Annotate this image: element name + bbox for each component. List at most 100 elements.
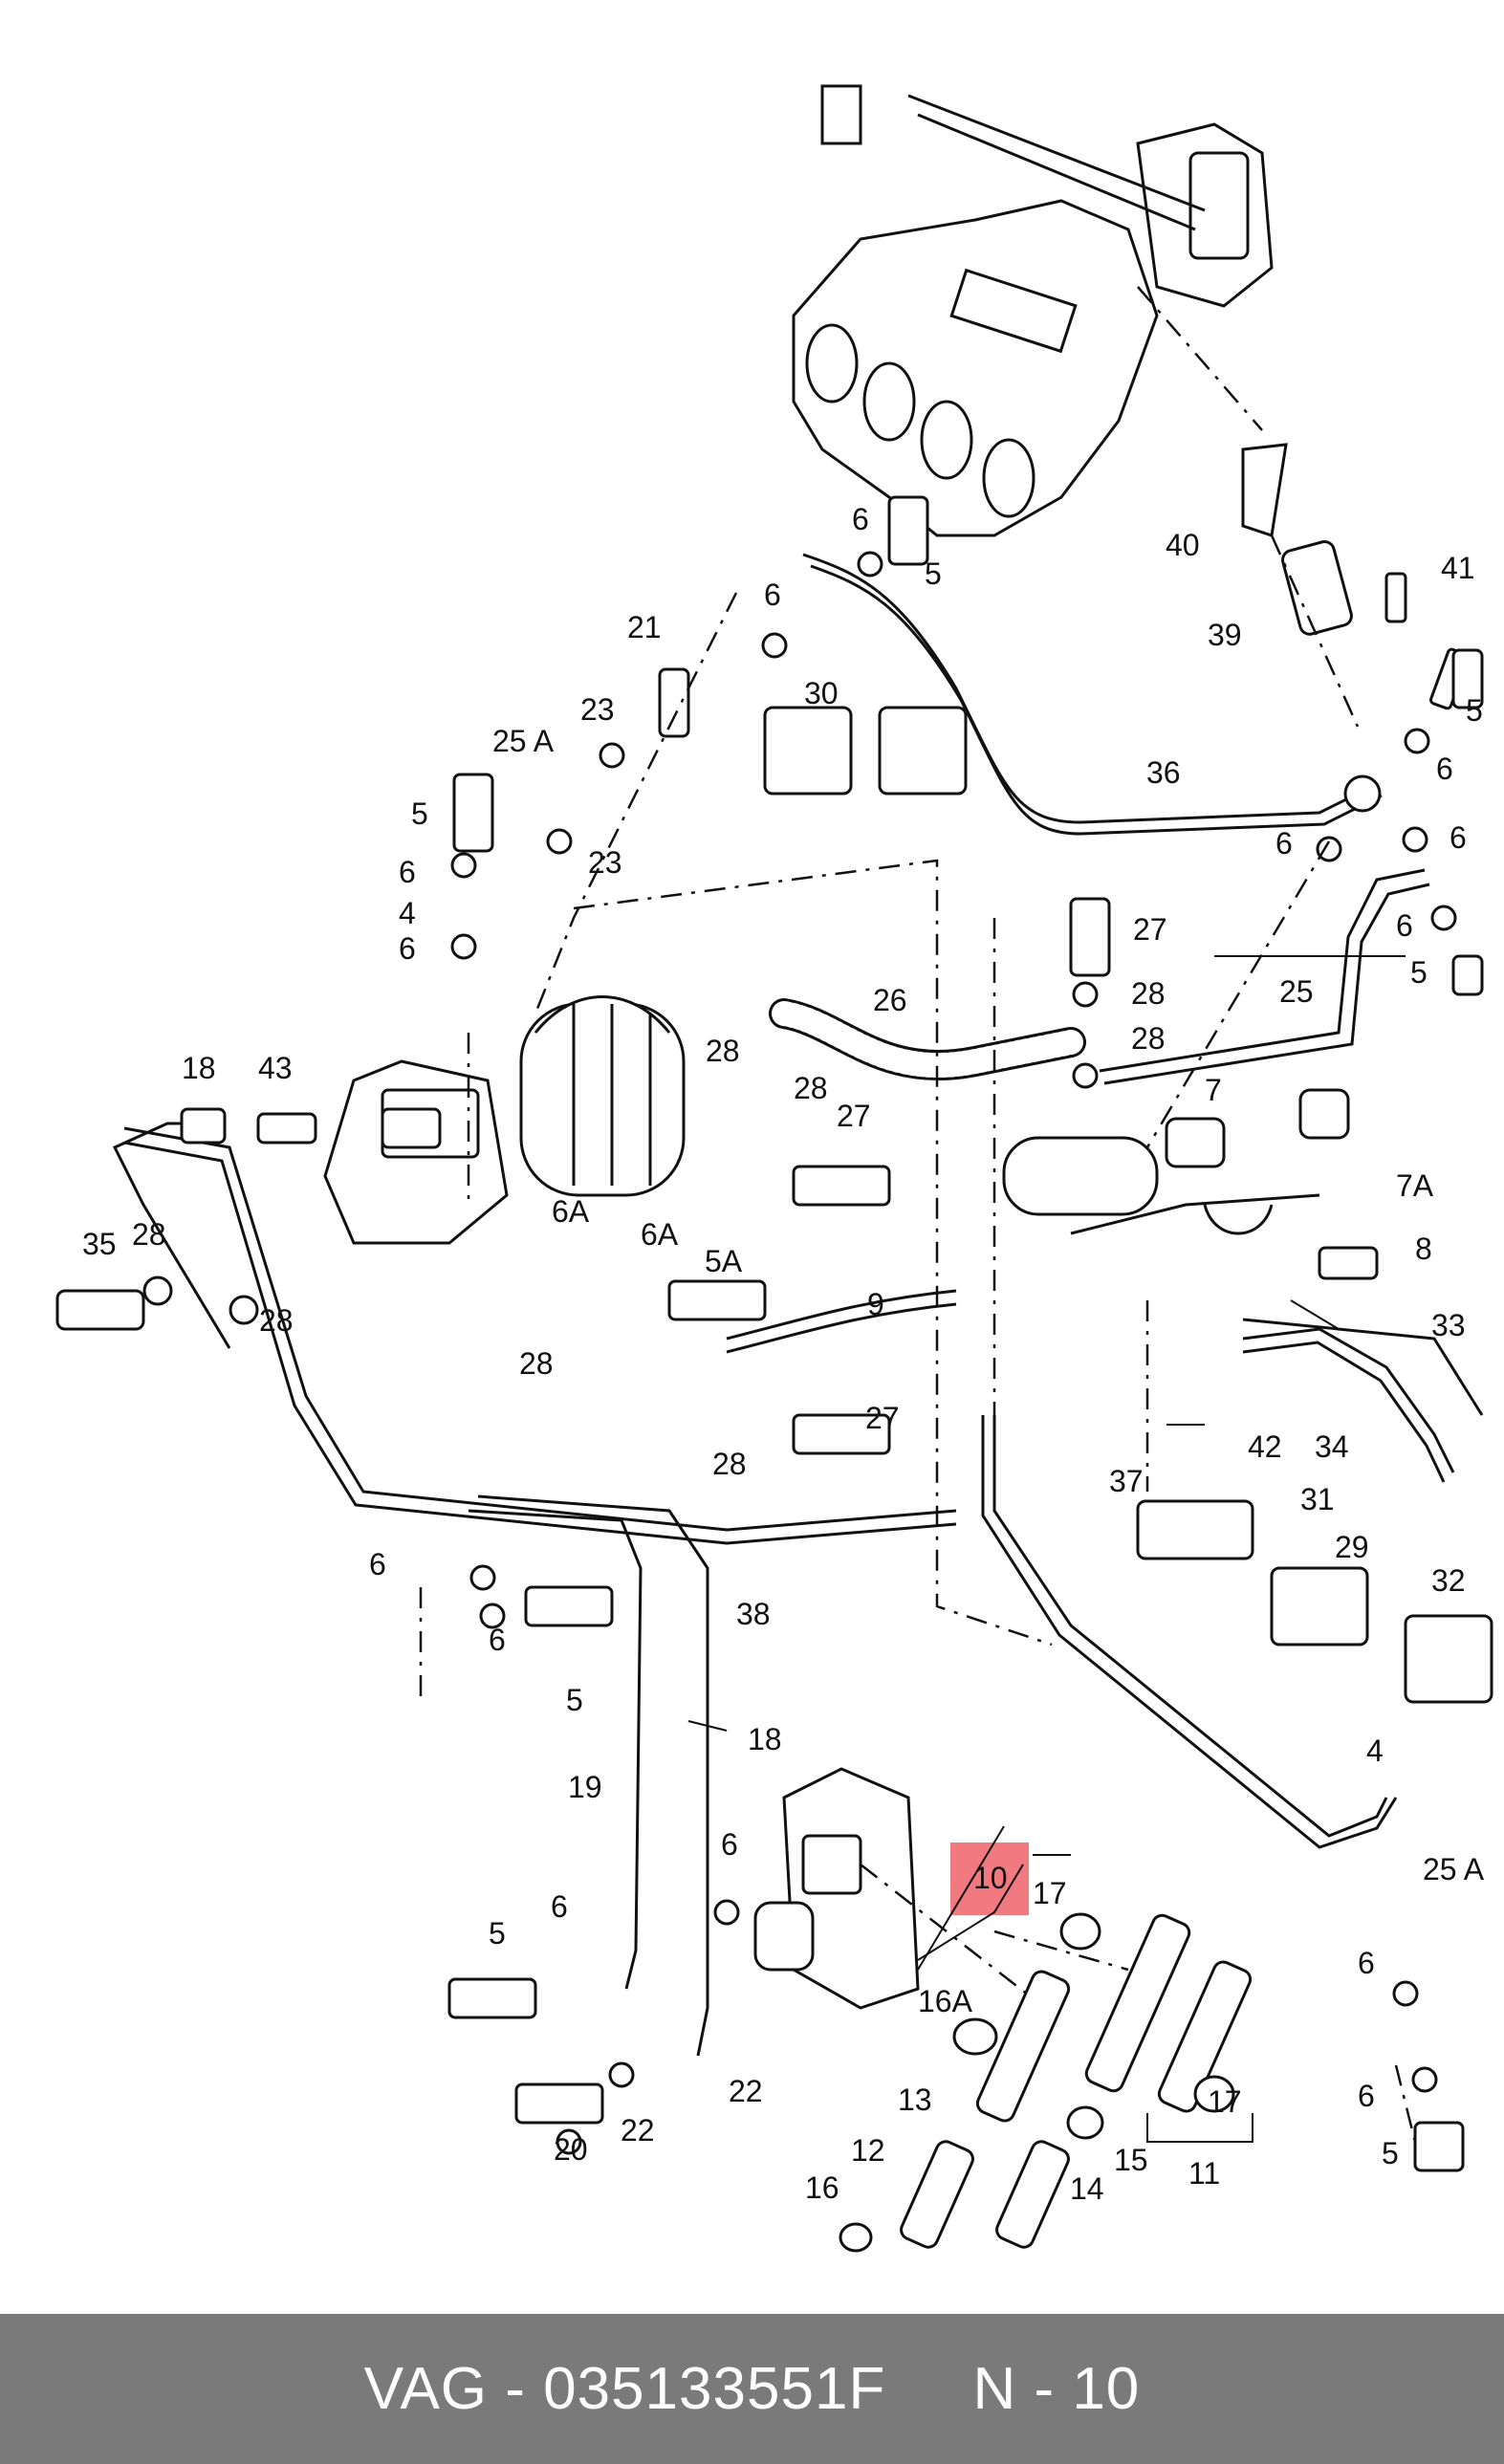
hose-34: [1242, 1327, 1455, 1473]
callout-27: 27: [837, 1099, 871, 1133]
callout-39: 39: [1208, 618, 1242, 652]
t-piece: [1343, 774, 1382, 813]
callout-25a: 25 A: [1423, 1852, 1485, 1886]
callout-14: 14: [1070, 2171, 1104, 2206]
callout-6: 6: [852, 502, 869, 536]
callout-6: 6: [1358, 1946, 1375, 1980]
left-fuel-rail-drawing: [112, 1107, 442, 1349]
callout-36: 36: [1146, 755, 1181, 790]
pipe-18: [477, 1494, 709, 2057]
actuator-drawing: [753, 1767, 920, 2010]
callout-16: 16: [805, 2170, 839, 2205]
callout-22: 22: [729, 2074, 763, 2108]
callout-10: 10: [973, 1861, 1008, 1895]
callout-17: 17: [1033, 1876, 1067, 1910]
callout-23: 23: [588, 845, 622, 880]
callout-16a: 16A: [918, 1984, 973, 2018]
bolts-washers-drawing: [55, 495, 1484, 2172]
callout-42: 42: [1248, 1429, 1282, 1464]
callout-18: 18: [748, 1722, 782, 1756]
callout-13: 13: [898, 2082, 932, 2117]
callout-23: 23: [580, 692, 615, 727]
callout-6: 6: [764, 578, 781, 612]
callout-6: 6: [399, 931, 416, 966]
leader-lines: [687, 955, 1406, 2143]
footer-bar: VAG - 035133551F N - 10: [0, 2314, 1504, 2464]
hose-36-inner: [810, 564, 1383, 836]
callout-6: 6: [1275, 826, 1293, 861]
hose-36: [802, 553, 1378, 824]
callout-9: 9: [867, 1287, 884, 1321]
callout-28: 28: [706, 1034, 740, 1068]
callout-7: 7: [1205, 1073, 1222, 1107]
pipe-4: [992, 1415, 1388, 1838]
callout-43: 43: [258, 1051, 293, 1085]
hose-33: [1242, 1318, 1484, 1416]
pipe-19: [468, 1509, 643, 1990]
dashed-routing: [419, 592, 1417, 2143]
callout-19: 19: [568, 1770, 602, 1804]
callout-27: 27: [865, 1401, 900, 1435]
callout-4: 4: [1366, 1734, 1384, 1768]
callout-28: 28: [712, 1447, 747, 1481]
callout-38: 38: [736, 1597, 771, 1631]
callout-25: 25: [1279, 974, 1314, 1009]
callout-6: 6: [1450, 820, 1467, 855]
callout-6: 6: [489, 1623, 506, 1657]
callout-31: 31: [1300, 1482, 1335, 1516]
callout-6: 6: [1436, 752, 1453, 786]
callout-11: 11: [1188, 2156, 1220, 2191]
callout-4: 4: [399, 896, 416, 930]
fuel-line-main: [123, 1126, 957, 1532]
valve-assembly-drawing: [1137, 286, 1470, 728]
callout-5: 5: [489, 1916, 506, 1951]
callout-28: 28: [1131, 1021, 1166, 1056]
callout-6: 6: [721, 1827, 738, 1862]
callout-5: 5: [566, 1683, 583, 1717]
callout-25a: 25 A: [492, 724, 555, 758]
callout-12: 12: [851, 2133, 885, 2168]
callout-6: 6: [1358, 2079, 1375, 2113]
callout-5a: 5A: [705, 1244, 743, 1278]
callout-33: 33: [1431, 1308, 1466, 1342]
callout-17: 17: [1208, 2084, 1242, 2119]
pressure-regulator-drawing: [1002, 1088, 1350, 1235]
hose-25: [1099, 868, 1426, 1073]
pipe-4-inner: [981, 1415, 1398, 1849]
callout-28: 28: [794, 1071, 828, 1105]
callout-6: 6: [1396, 908, 1413, 943]
callout-15: 15: [1114, 2143, 1148, 2177]
throttle-body-drawing: [323, 995, 686, 1245]
hose-25-inner: [1103, 883, 1430, 1085]
fuel-line-main-inner: [123, 1141, 957, 1545]
callout-34: 34: [1315, 1429, 1349, 1464]
callout-20: 20: [554, 2132, 588, 2167]
callout-5: 5: [411, 796, 428, 831]
callout-35: 35: [82, 1227, 117, 1261]
callout-28: 28: [259, 1303, 294, 1338]
callout-5: 5: [1382, 2136, 1399, 2170]
callout-29: 29: [1335, 1530, 1369, 1564]
callout-32: 32: [1431, 1563, 1466, 1598]
callout-26: 26: [873, 983, 907, 1017]
callout-28: 28: [1131, 976, 1166, 1011]
parts-diagram-drawing: 6 5 40 41 39 5 6 21 30 36 6 23 25 A 5 23…: [55, 84, 1493, 2253]
callout-6: 6: [551, 1889, 568, 1924]
callout-37: 37: [1109, 1464, 1144, 1498]
callout-27: 27: [1133, 912, 1167, 947]
callout-6: 6: [399, 855, 416, 889]
callout-40: 40: [1166, 528, 1200, 562]
callout-41: 41: [1441, 551, 1475, 585]
clips-drawing: [763, 706, 1493, 1704]
callout-28: 28: [132, 1217, 166, 1252]
callout-18: 18: [182, 1051, 216, 1085]
hose-9: [726, 1289, 957, 1341]
callout-8: 8: [1415, 1232, 1432, 1266]
injector-assembly-drawing: [839, 1912, 1253, 2253]
callout-5: 5: [1410, 955, 1428, 990]
part-number-caption: VAG - 035133551F N - 10: [363, 2356, 1141, 2422]
callout-7a: 7A: [1396, 1168, 1434, 1203]
diagram-linework: [55, 84, 1493, 2253]
callout-5: 5: [925, 556, 942, 591]
callout-21: 21: [627, 610, 662, 644]
